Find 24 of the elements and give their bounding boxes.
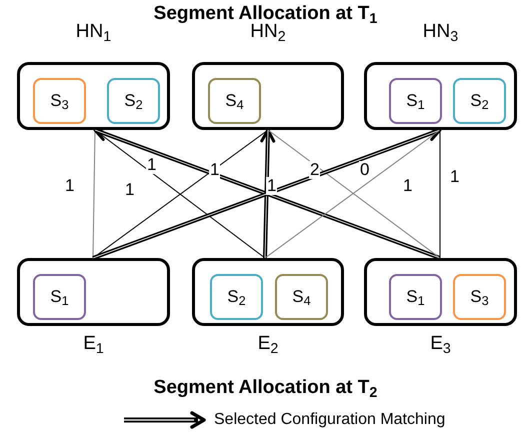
segment-box: S$_{1}$	[33, 274, 86, 320]
node-heading: HN$_{2}$	[249, 20, 287, 44]
legend-text: Selected Configuration Matching	[214, 410, 446, 430]
node-heading: HN$_{1}$	[74, 20, 112, 44]
segment-box: S$_{4}$	[275, 274, 328, 320]
connector-line	[92, 130, 96, 258]
segment-box: S$_{2}$	[210, 274, 263, 320]
edge-label: 1	[146, 156, 158, 174]
connector-line	[260, 128, 276, 258]
node-heading: E$_{3}$	[429, 332, 452, 356]
segment-box: S$_{2}$	[107, 78, 160, 124]
segment-box: S$_{3}$	[33, 78, 86, 124]
segment-box: S$_{3}$	[453, 274, 506, 320]
node-heading: E$_{2}$	[256, 332, 280, 356]
edge-label: 2	[309, 161, 320, 179]
diagram-caption: Segment Allocation at T$_{2}$	[152, 376, 378, 400]
segment-box: S$_{1}$	[389, 274, 442, 320]
node-heading: HN$_{3}$	[422, 20, 460, 44]
segment-box: S$_{4}$	[208, 78, 261, 124]
edge-label: 1	[209, 161, 220, 179]
node-heading: E$_{1}$	[82, 332, 105, 356]
segment-box: S$_{2}$	[453, 78, 506, 124]
segment-box: S$_{1}$	[389, 78, 442, 124]
edge-label: 1	[266, 177, 278, 195]
